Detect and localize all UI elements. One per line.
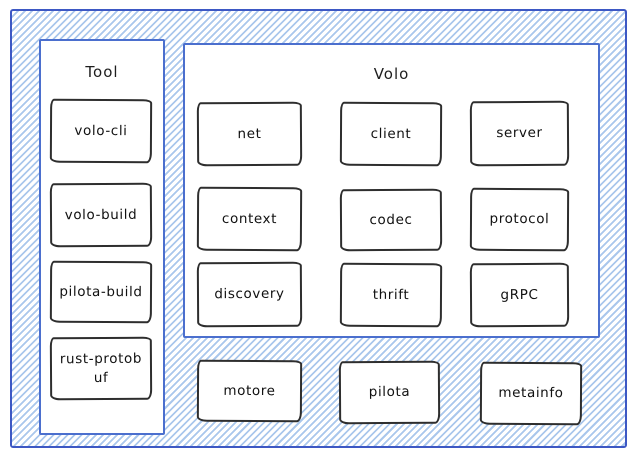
node-label: server (496, 125, 543, 142)
node-rust-protobuf: rust-protobuf (49, 336, 153, 401)
node-discovery: discovery (196, 261, 303, 328)
node-client: client (339, 101, 443, 167)
node-label: protocol (489, 211, 550, 228)
node-motore: motore (196, 359, 303, 423)
node-label: thrift (372, 286, 410, 303)
node-volo-build: volo-build (49, 182, 153, 248)
node-label: pilota (368, 384, 411, 401)
outer-hatched-frame: Tool volo-cli volo-build pilota-build ru… (10, 9, 627, 448)
node-thrift: thrift (339, 262, 443, 328)
node-label: client (370, 125, 412, 142)
node-label: volo-cli (74, 122, 128, 140)
node-context: context (196, 186, 303, 252)
node-label: volo-build (64, 206, 138, 224)
node-label: metainfo (498, 385, 564, 402)
node-label: net (237, 125, 262, 142)
node-label: motore (223, 382, 276, 400)
node-pilota: pilota (338, 360, 441, 425)
node-server: server (469, 100, 570, 167)
node-pilota-build: pilota-build (49, 260, 153, 324)
node-label: context (221, 210, 278, 228)
node-volo-cli: volo-cli (49, 98, 153, 164)
tool-group-title: Tool (85, 63, 119, 81)
node-grpc: gRPC (469, 262, 570, 328)
node-net: net (196, 101, 303, 167)
node-label: gRPC (500, 286, 539, 304)
node-metainfo: metainfo (479, 361, 583, 426)
node-label: rust-protobuf (59, 351, 143, 386)
node-protocol: protocol (469, 187, 570, 252)
node-label: codec (369, 211, 413, 229)
node-label: pilota-build (59, 283, 143, 301)
node-label: discovery (214, 286, 285, 303)
node-codec: codec (339, 188, 443, 252)
volo-group-title: Volo (373, 65, 410, 83)
